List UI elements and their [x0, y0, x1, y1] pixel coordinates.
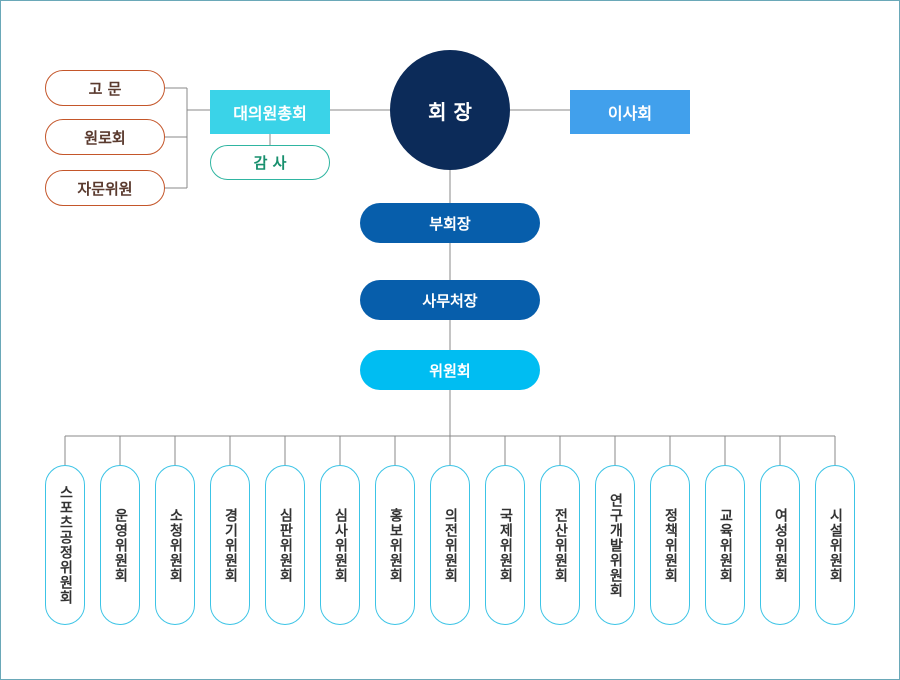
committee-item: 시설위원회 — [815, 465, 855, 625]
committee-item-label: 스포츠공정위원회 — [57, 485, 74, 605]
consultants-box: 자문위원 — [45, 170, 165, 206]
committee-item: 운영위원회 — [100, 465, 140, 625]
delegates-assembly-label: 대의원총회 — [233, 104, 307, 123]
committee-item: 정책위원회 — [650, 465, 690, 625]
committee-item: 전산위원회 — [540, 465, 580, 625]
committee-item: 국제위원회 — [485, 465, 525, 625]
advisor-box: 고 문 — [45, 70, 165, 106]
committee-item-label: 경기위원회 — [222, 507, 239, 583]
committee-item-label: 정책위원회 — [662, 507, 679, 583]
secretary-general-label: 사무처장 — [422, 291, 478, 310]
committee-item-label: 운영위원회 — [112, 507, 129, 583]
secretary-general-box: 사무처장 — [360, 280, 540, 320]
vice-chairman-label: 부회장 — [429, 214, 471, 233]
consultants-label: 자문위원 — [77, 179, 133, 198]
elders-label: 원로회 — [84, 128, 126, 147]
committee-label: 위원회 — [429, 361, 471, 380]
committee-item-label: 전산위원회 — [552, 507, 569, 583]
committee-item-label: 여성위원회 — [772, 507, 789, 583]
committee-item: 경기위원회 — [210, 465, 250, 625]
elders-box: 원로회 — [45, 119, 165, 155]
committee-item: 홍보위원회 — [375, 465, 415, 625]
committee-box: 위원회 — [360, 350, 540, 390]
committee-item: 소청위원회 — [155, 465, 195, 625]
committee-item-label: 연구개발위원회 — [607, 492, 624, 598]
audit-label: 감 사 — [253, 154, 287, 172]
board-label: 이사회 — [607, 104, 653, 123]
committee-item-label: 국제위원회 — [497, 507, 514, 583]
chairman-circle: 회 장 — [390, 50, 510, 170]
committee-item-label: 교육위원회 — [717, 507, 734, 583]
delegates-assembly-box: 대의원총회 — [210, 90, 330, 134]
vice-chairman-box: 부회장 — [360, 203, 540, 243]
committee-item: 심사위원회 — [320, 465, 360, 625]
committee-item: 심판위원회 — [265, 465, 305, 625]
audit-box: 감 사 — [210, 145, 330, 180]
committee-item-label: 시설위원회 — [827, 507, 844, 583]
committee-item-label: 심사위원회 — [332, 507, 349, 583]
committee-item: 여성위원회 — [760, 465, 800, 625]
board-of-directors-box: 이사회 — [570, 90, 690, 134]
committee-item: 연구개발위원회 — [595, 465, 635, 625]
committee-item: 스포츠공정위원회 — [45, 465, 85, 625]
advisor-label: 고 문 — [88, 79, 122, 98]
committee-item: 교육위원회 — [705, 465, 745, 625]
committee-item-label: 의전위원회 — [442, 507, 459, 583]
chairman-label: 회 장 — [428, 99, 472, 124]
committee-item-label: 홍보위원회 — [387, 507, 404, 583]
committee-item-label: 소청위원회 — [167, 507, 184, 583]
committee-item: 의전위원회 — [430, 465, 470, 625]
committee-item-label: 심판위원회 — [277, 507, 294, 583]
